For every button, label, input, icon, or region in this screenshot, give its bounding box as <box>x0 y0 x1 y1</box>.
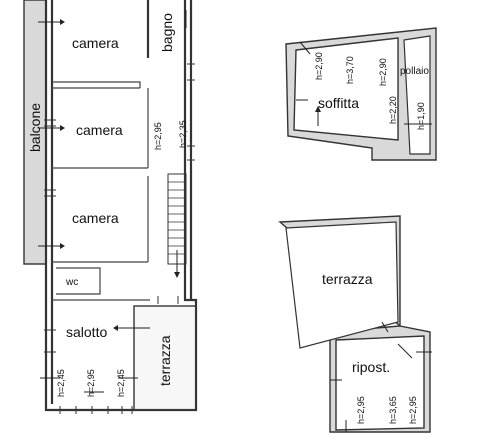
height-label-salotto-3: h=2,45 <box>116 369 126 397</box>
height-label-salotto-1: h=2,45 <box>56 369 66 397</box>
ground-windows <box>44 63 195 414</box>
attic-height-1: h=2,90 <box>314 52 324 80</box>
roof-height-3: h=2,95 <box>408 396 418 424</box>
attic-height-4: h=2,20 <box>388 96 398 124</box>
ground-terrazza-box <box>133 305 197 411</box>
room-label-soffitta: soffitta <box>318 95 359 111</box>
ground-arrows <box>38 10 187 393</box>
room-label-camera-3: camera <box>72 210 119 226</box>
stairs <box>167 173 187 278</box>
wc-wall <box>56 267 101 295</box>
attic-inner-floor <box>293 37 399 141</box>
attic-height-5: h=1,90 <box>416 102 426 130</box>
room-label-bagno: bagno <box>159 13 175 52</box>
room-label-wc: wc <box>65 277 78 288</box>
roof-terrace-floor <box>285 221 399 349</box>
room-label-ripost: ripost. <box>352 359 390 375</box>
height-label-corridor: h=2,35 <box>178 120 188 148</box>
room-label-camera-2: camera <box>76 122 123 138</box>
height-label-camera2: h=2,95 <box>153 122 163 150</box>
attic-height-3: h=2,90 <box>378 58 388 86</box>
room-label-ground-terrazza: terrazza <box>157 335 173 386</box>
room-label-pollaio: pollaio <box>400 66 429 77</box>
ripost-room <box>335 335 425 431</box>
ground-floor-plan: camera bagno camera camera balcone wc sa… <box>23 0 198 414</box>
roof-height-2: h=3,65 <box>388 396 398 424</box>
roof-height-1: h=2,95 <box>356 396 366 424</box>
attic-plan: soffitta pollaio h=2,90 h=3,70 h=2,90 h=… <box>285 27 437 161</box>
room-label-roof-terrazza: terrazza <box>322 271 373 287</box>
room-label-camera-1: camera <box>72 35 119 51</box>
room-label-salotto: salotto <box>66 324 107 340</box>
attic-height-2: h=3,70 <box>345 56 355 84</box>
camera1-wall <box>52 81 141 88</box>
room-label-balcone: balcone <box>27 103 43 152</box>
height-label-salotto-2: h=2,95 <box>86 369 96 397</box>
roof-terrace-plan: terrazza ripost. h=2,95 h=3,65 h=2,95 <box>278 215 432 433</box>
